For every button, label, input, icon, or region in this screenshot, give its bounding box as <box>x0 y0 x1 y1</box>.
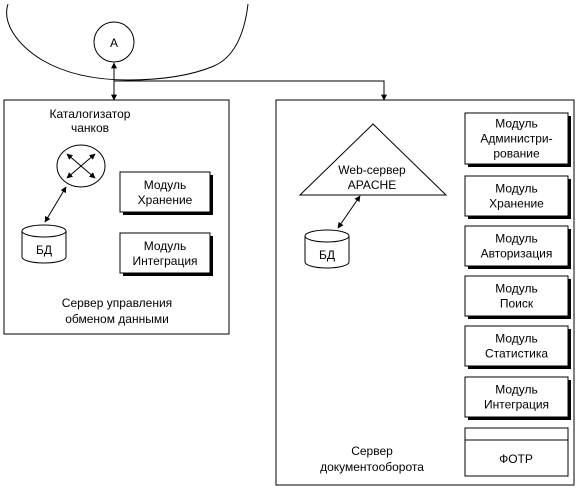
right-module-box <box>464 225 569 267</box>
right-module-label: Авторизация <box>481 247 553 261</box>
left-module-storage <box>119 171 211 213</box>
right-module-label: рование <box>493 147 540 161</box>
left-module-integration-l1: Модуль <box>144 239 187 253</box>
left-db-label: БД <box>36 243 52 257</box>
right-module-label: Модуль <box>495 332 538 346</box>
fotr-label: ФОТР <box>499 452 533 466</box>
web-server-triangle <box>298 123 448 196</box>
left-server-caption-line2: обменом данными <box>65 312 169 326</box>
fotr-box <box>464 427 569 477</box>
router-icon <box>56 144 106 188</box>
right-module-label: Модуль <box>495 232 538 246</box>
right-server-caption-line1: Сервер <box>351 444 393 458</box>
right-module-label: Поиск <box>500 297 534 311</box>
right-module-label: Хранение <box>489 197 544 211</box>
left-server-caption-line1: Сервер управления <box>62 296 172 310</box>
right-module-label: Статистика <box>485 347 548 361</box>
right-module-box <box>464 112 569 165</box>
right-module-label: Модуль <box>495 117 538 131</box>
right-module-box <box>464 325 569 367</box>
node-a-label: А <box>110 36 118 50</box>
right-server-box <box>275 99 575 486</box>
right-server-caption-line2: документооборота <box>320 460 424 474</box>
network-cloud-boundary <box>6 3 249 81</box>
right-db-label: БД <box>319 248 335 262</box>
node-a-circle <box>93 21 135 63</box>
link-a-right-server <box>114 80 387 101</box>
right-module-label: Модуль <box>495 182 538 196</box>
right-module-box <box>464 275 569 317</box>
left-module-storage-l2: Хранение <box>138 193 193 207</box>
link-web-db <box>337 195 361 229</box>
left-module-storage-l1: Модуль <box>144 178 187 192</box>
link-router-db <box>44 186 67 223</box>
right-module-label: Администри- <box>480 132 552 146</box>
right-module-box <box>464 175 569 217</box>
right-module-label: Модуль <box>495 282 538 296</box>
right-module-label: Модуль <box>495 383 538 397</box>
left-module-integration-l2: Интеграция <box>132 254 197 268</box>
left-server-box <box>3 99 230 335</box>
right-module-label: Интеграция <box>484 398 549 412</box>
catalog-label-line1: Каталогизатор <box>50 107 131 121</box>
web-server-l2: APACHE <box>348 178 396 192</box>
catalog-label-line2: чанков <box>71 121 109 135</box>
web-server-l1: Web-сервер <box>338 163 406 177</box>
left-db-cylinder <box>21 224 67 264</box>
left-module-integration <box>119 232 211 274</box>
right-db-cylinder <box>304 229 350 269</box>
right-module-box <box>464 376 569 418</box>
right-modules: МодульАдминистри-рованиеМодульХранениеМо… <box>464 112 571 420</box>
